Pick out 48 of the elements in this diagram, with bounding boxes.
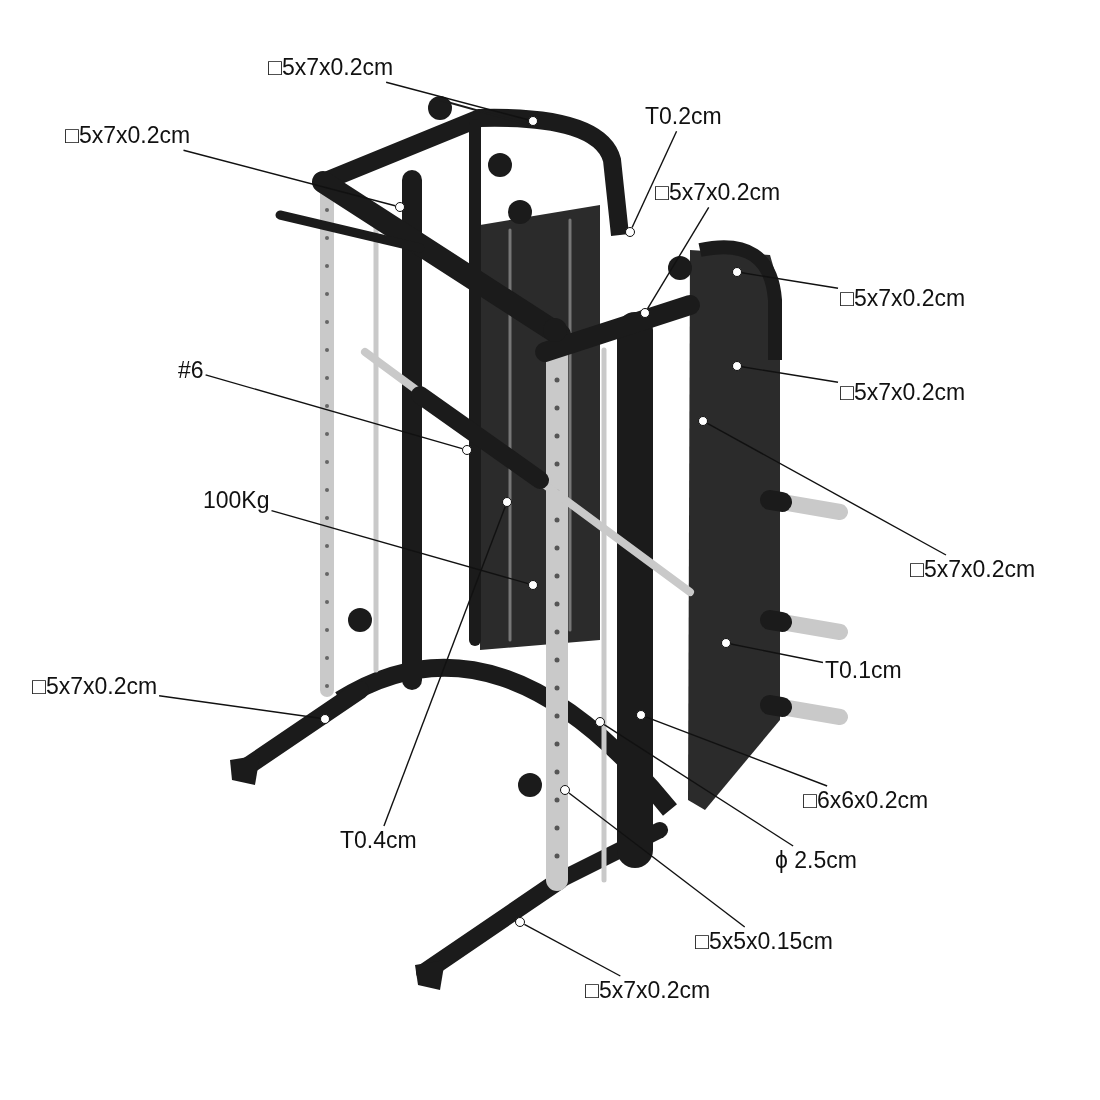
callout-label: 100Kg — [203, 488, 270, 514]
leader-line — [158, 695, 321, 719]
callout-label: T0.1cm — [825, 658, 902, 684]
callout-label: □5x7x0.2cm — [840, 380, 966, 406]
leader-line — [631, 130, 678, 229]
callout-dot — [528, 116, 538, 126]
callout-dot — [462, 445, 472, 455]
callout-label: T0.4cm — [340, 828, 417, 854]
leader-line — [741, 272, 839, 289]
callout-label: T0.2cm — [645, 104, 722, 130]
leader-line — [385, 81, 529, 121]
callout-dot — [595, 717, 605, 727]
callout-dot — [721, 638, 731, 648]
leader-line — [646, 206, 710, 310]
leader-line — [568, 792, 746, 928]
callout-dot — [560, 785, 570, 795]
callout-label: □5x7x0.2cm — [32, 674, 158, 700]
leader-line — [182, 149, 396, 207]
callout-dot — [502, 497, 512, 507]
callout-dot — [320, 714, 330, 724]
leader-line — [741, 366, 839, 383]
callout-dot — [732, 267, 742, 277]
callout-dot — [698, 416, 708, 426]
leader-line — [644, 716, 828, 787]
leader-line — [730, 643, 824, 664]
callout-label: □5x7x0.2cm — [840, 286, 966, 312]
callout-dot — [636, 710, 646, 720]
leader-line — [383, 505, 506, 827]
leader-line — [270, 509, 529, 585]
leader-line — [706, 422, 947, 556]
callout-label: ϕ 2.5cm — [775, 848, 857, 874]
leader-line — [523, 923, 622, 977]
callout-dot — [625, 227, 635, 237]
callout-dot — [515, 917, 525, 927]
callout-dot — [395, 202, 405, 212]
callout-label: □5x7x0.2cm — [910, 557, 1036, 583]
callout-dot — [732, 361, 742, 371]
leader-line — [204, 374, 463, 450]
callout-label: □6x6x0.2cm — [803, 788, 929, 814]
callout-label: □5x7x0.2cm — [585, 978, 711, 1004]
callout-label: □5x7x0.2cm — [655, 180, 781, 206]
callout-dot — [528, 580, 538, 590]
callout-label: □5x5x0.15cm — [695, 929, 833, 955]
callout-label: □5x7x0.2cm — [268, 55, 394, 81]
callout-dot — [640, 308, 650, 318]
callout-label: #6 — [178, 358, 204, 384]
callout-label: □5x7x0.2cm — [65, 123, 191, 149]
leader-line — [603, 724, 794, 847]
